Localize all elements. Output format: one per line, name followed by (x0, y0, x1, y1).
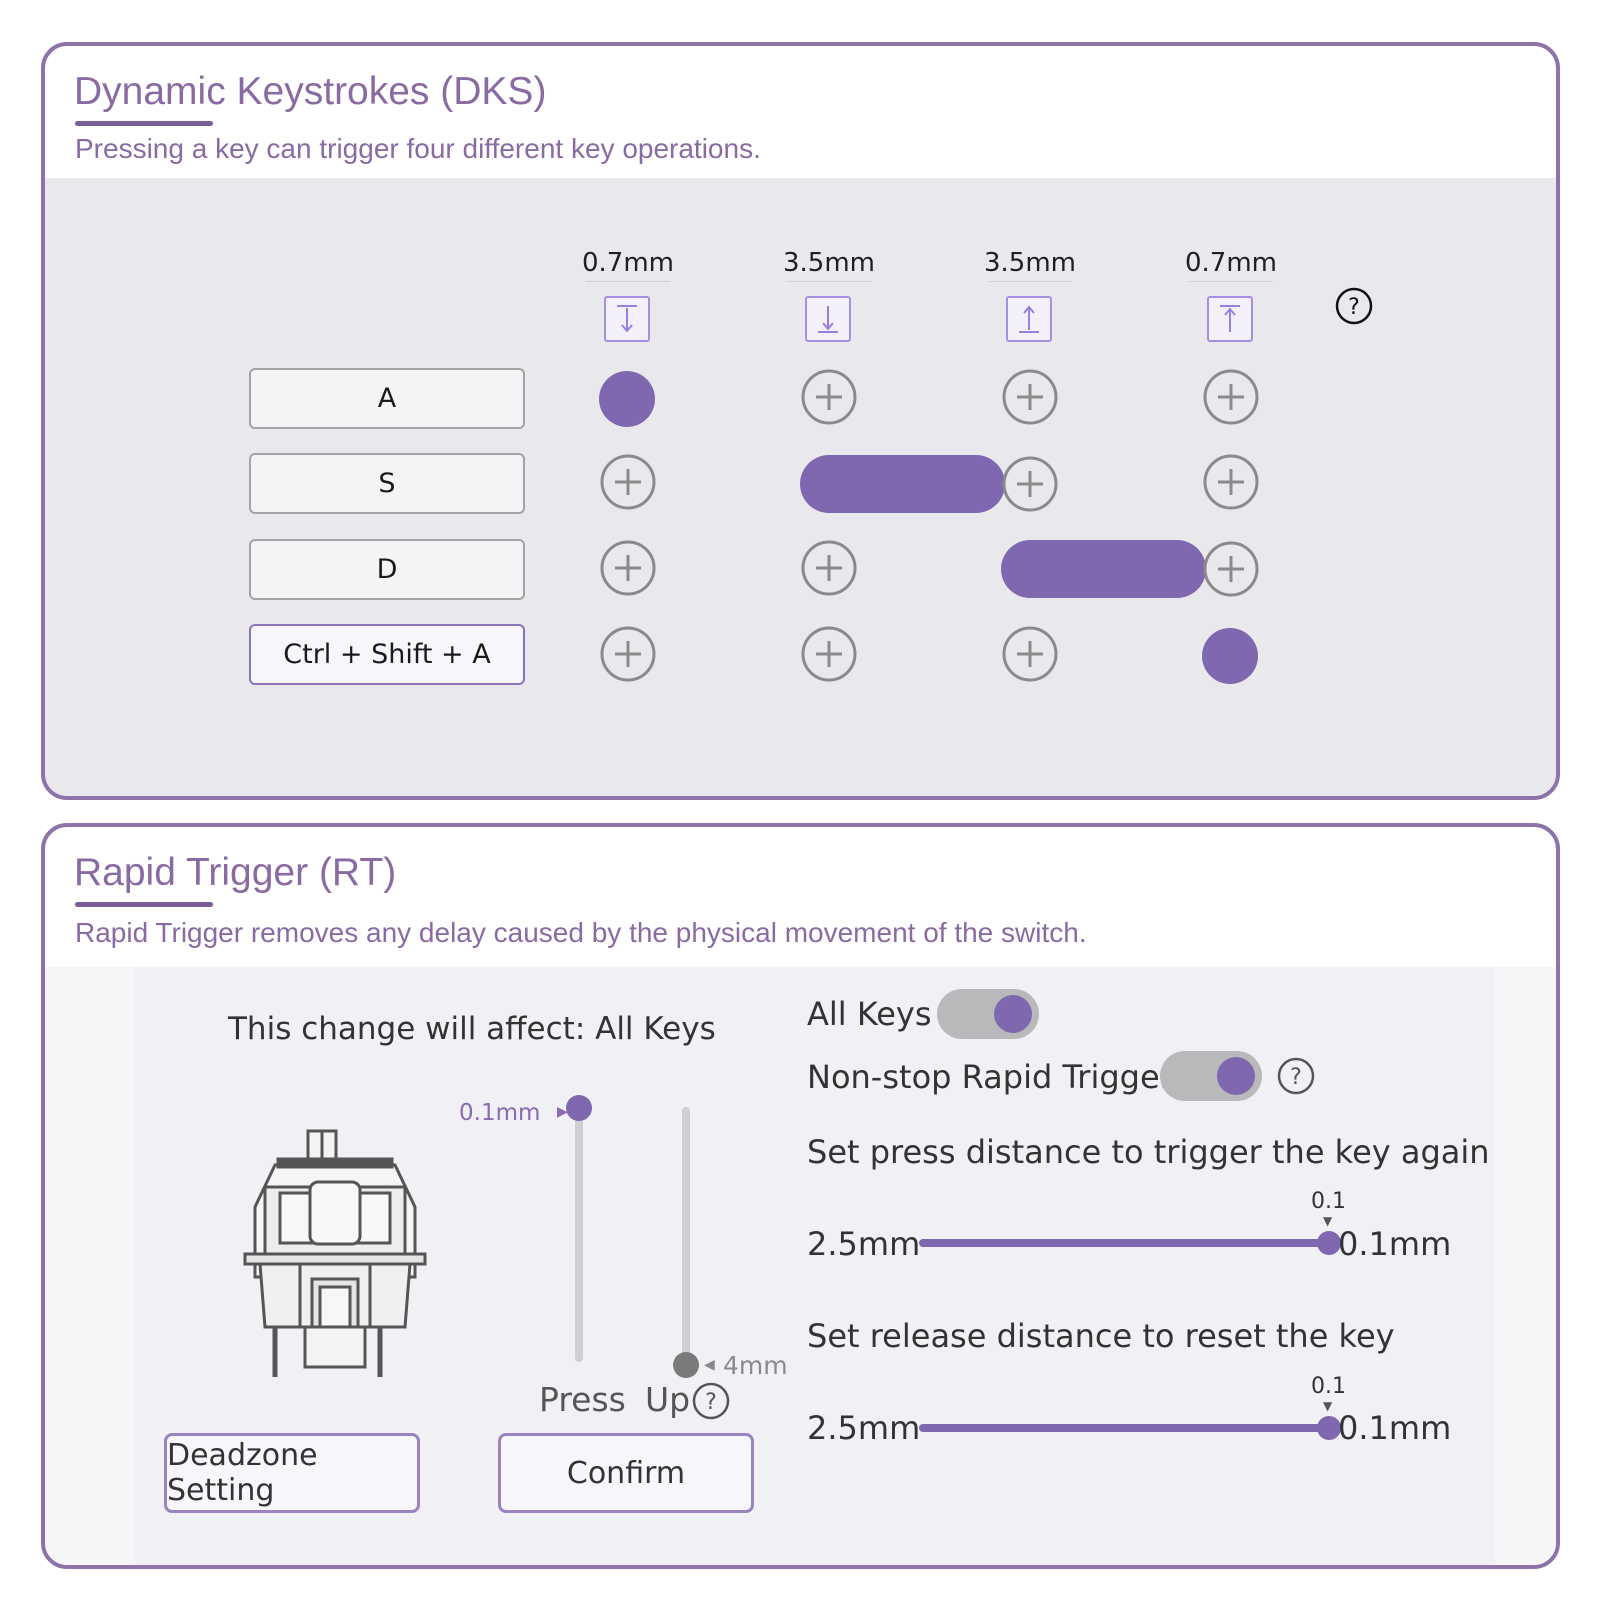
svg-text:?: ? (1348, 295, 1360, 320)
release-start-icon (1006, 296, 1052, 342)
nonstop-toggle[interactable] (1160, 1051, 1262, 1101)
release-distance-title: Set release distance to reset the key (807, 1317, 1395, 1355)
toggle-knob (994, 995, 1032, 1033)
up-value-label: 4mm (723, 1351, 788, 1380)
dks-hold-bar[interactable] (800, 455, 1005, 513)
dks-node-active[interactable] (599, 371, 655, 427)
dks-title: Dynamic Keystrokes (DKS) (74, 70, 547, 113)
add-action-button[interactable] (800, 539, 858, 597)
dks-hold-bar[interactable] (1001, 540, 1206, 598)
all-keys-toggle[interactable] (937, 989, 1039, 1039)
svg-text:?: ? (1290, 1065, 1302, 1090)
press-bottom-icon (805, 296, 851, 342)
release-slider-max-label: 0.1mm (1338, 1409, 1452, 1447)
press-start-icon (604, 296, 650, 342)
caret-left-icon: ◀ (704, 1357, 715, 1373)
rt-subtitle: Rapid Trigger removes any delay caused b… (75, 917, 1087, 948)
up-label: Up (645, 1380, 691, 1419)
add-action-button[interactable] (599, 453, 657, 511)
key-binding-d[interactable]: D (249, 539, 525, 600)
nonstop-label: Non-stop Rapid Trigger (807, 1058, 1173, 1096)
press-distance-slider[interactable] (919, 1239, 1331, 1247)
dks-node-active[interactable] (1202, 628, 1258, 684)
press-slider-max-label: 0.1mm (1338, 1225, 1452, 1263)
dks-subtitle: Pressing a key can trigger four differen… (75, 133, 761, 164)
key-binding-a[interactable]: A (249, 368, 525, 429)
confirm-button[interactable]: Confirm (498, 1433, 754, 1513)
up-help-icon[interactable]: ? (691, 1381, 731, 1421)
key-binding-s[interactable]: S (249, 453, 525, 514)
distance-label-4: 0.7mm (1171, 248, 1291, 282)
caret-down-icon: ▼ (1323, 1214, 1333, 1228)
add-action-button[interactable] (1001, 625, 1059, 683)
rt-body: This change will affect: All Keys (45, 967, 1556, 1565)
release-top-icon (1207, 296, 1253, 342)
press-slider-handle[interactable] (566, 1095, 592, 1121)
svg-text:?: ? (705, 1390, 717, 1415)
press-slider-value-label: 0.1 (1311, 1189, 1346, 1214)
distance-label-1: 0.7mm (568, 248, 688, 282)
affect-text: This change will affect: All Keys (228, 1011, 716, 1047)
key-binding-ctrl-shift-a[interactable]: Ctrl + Shift + A (249, 624, 525, 685)
rt-title-underline (75, 902, 213, 907)
press-label: Press (539, 1380, 626, 1419)
add-action-button[interactable] (1001, 455, 1059, 513)
press-slider-track[interactable] (575, 1107, 583, 1362)
dks-body: 0.7mm 3.5mm 3.5mm 0.7mm ? A S D Ctrl + S… (45, 178, 1556, 796)
add-action-button[interactable] (1202, 453, 1260, 511)
add-action-button[interactable] (599, 625, 657, 683)
press-value-label: 0.1mm (459, 1100, 541, 1126)
rt-title: Rapid Trigger (RT) (74, 851, 397, 894)
release-slider-value-label: 0.1 (1311, 1374, 1346, 1399)
switch-illustration-icon (220, 1127, 450, 1397)
add-action-button[interactable] (1202, 368, 1260, 426)
rt-inner-area: This change will affect: All Keys (135, 967, 1495, 1565)
nonstop-help-icon[interactable]: ? (1276, 1056, 1316, 1096)
release-distance-slider-handle[interactable] (1317, 1416, 1341, 1440)
up-slider-track[interactable] (682, 1107, 690, 1362)
add-action-button[interactable] (800, 368, 858, 426)
press-distance-title: Set press distance to trigger the key ag… (807, 1133, 1490, 1171)
caret-right-icon: ▶ (557, 1104, 568, 1120)
add-action-button[interactable] (1001, 368, 1059, 426)
add-action-button[interactable] (1202, 540, 1260, 598)
caret-down-icon: ▼ (1323, 1399, 1333, 1413)
rt-panel: Rapid Trigger (RT) Rapid Trigger removes… (41, 823, 1560, 1569)
up-slider-handle[interactable] (673, 1352, 699, 1378)
release-distance-slider[interactable] (919, 1424, 1331, 1432)
dks-help-icon[interactable]: ? (1334, 286, 1374, 326)
toggle-knob (1217, 1057, 1255, 1095)
deadzone-setting-button[interactable]: Deadzone Setting (164, 1433, 420, 1513)
dks-panel: Dynamic Keystrokes (DKS) Pressing a key … (41, 42, 1560, 800)
press-distance-slider-handle[interactable] (1317, 1231, 1341, 1255)
add-action-button[interactable] (599, 539, 657, 597)
distance-label-3: 3.5mm (970, 248, 1090, 282)
release-slider-min-label: 2.5mm (807, 1409, 921, 1447)
distance-label-2: 3.5mm (769, 248, 889, 282)
dks-title-underline (75, 121, 213, 126)
all-keys-label: All Keys (807, 995, 932, 1033)
press-slider-min-label: 2.5mm (807, 1225, 921, 1263)
add-action-button[interactable] (800, 625, 858, 683)
